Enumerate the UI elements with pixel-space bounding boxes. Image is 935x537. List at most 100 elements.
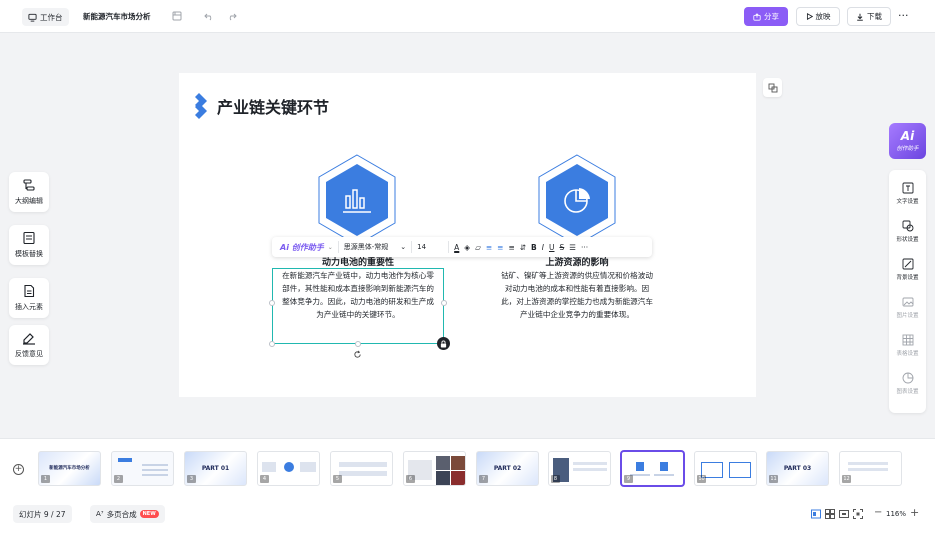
- thumbnail-number: 3: [187, 475, 196, 483]
- slide-thumbnail-1[interactable]: 新能源汽车市场分析 1: [38, 451, 101, 486]
- background-settings-button[interactable]: 背景设置: [889, 254, 926, 284]
- more-menu-button[interactable]: ···: [898, 9, 909, 22]
- template-icon: [23, 231, 35, 245]
- slide-thumbnail-12[interactable]: 12: [839, 451, 902, 486]
- text-line: 产业链中企业竞争力的重要体现。: [520, 310, 634, 319]
- hexagon-badge-1[interactable]: [315, 152, 399, 250]
- image-settings-icon: [902, 297, 913, 306]
- ai-assistant-toolbar-button[interactable]: Ai 创作助手: [280, 242, 324, 252]
- item-heading-1[interactable]: 动力电池的重要性: [321, 258, 394, 268]
- slide-thumbnail-5[interactable]: 5: [330, 451, 393, 486]
- italic-button[interactable]: I: [541, 242, 544, 252]
- font-size-input[interactable]: 14: [417, 243, 427, 251]
- zoom-out-button[interactable]: −: [874, 507, 883, 518]
- slide-canvas[interactable]: 产业链关键环节 动力电池的重要性 上游资源的影响: [179, 73, 756, 397]
- image-settings-button[interactable]: 图片设置: [889, 292, 926, 322]
- thumbnail-title: PART 01: [201, 465, 230, 472]
- outline-edit-button[interactable]: 大纲编辑: [9, 172, 49, 212]
- slide-thumbnail-4[interactable]: 4: [257, 451, 320, 486]
- font-family-value: 思源黑体-常规: [343, 243, 389, 251]
- list-icon[interactable]: ☰: [569, 242, 576, 252]
- lock-icon[interactable]: [437, 337, 450, 350]
- download-icon: [857, 13, 863, 21]
- document-title[interactable]: 新能源汽车市场分析: [83, 12, 151, 21]
- slide-thumbnail-8[interactable]: 8: [548, 451, 611, 486]
- fit-screen-icon[interactable]: [839, 509, 849, 519]
- slide-thumbnail-11[interactable]: PART 03 11: [766, 451, 829, 486]
- bold-button[interactable]: B: [531, 242, 537, 252]
- text-line: 在新能源汽车产业链中，动力电池作为核心零: [282, 271, 434, 280]
- resize-handle-bottom-left[interactable]: [269, 341, 275, 347]
- more-format-button[interactable]: ···: [580, 242, 589, 252]
- chevron-down-icon: ⌄: [400, 243, 407, 251]
- chart-settings-button[interactable]: 图表设置: [889, 368, 926, 398]
- multi-page-merge-button[interactable]: A⁷ 多页合成 NEW: [90, 505, 165, 523]
- workspace-button[interactable]: 工作台: [22, 8, 69, 26]
- grid-view-icon[interactable]: [825, 509, 835, 519]
- zoom-level[interactable]: 116%: [886, 510, 907, 518]
- rotate-handle-icon[interactable]: [352, 349, 362, 359]
- table-settings-button[interactable]: 表格设置: [889, 330, 926, 360]
- resize-handle-bottom[interactable]: [355, 341, 361, 347]
- slide-title[interactable]: 产业链关键环节: [217, 98, 330, 117]
- thumbnail-number: 6: [406, 475, 415, 483]
- item-body-1[interactable]: 在新能源汽车产业链中，动力电池作为核心零 部件，其性能和成本直接影响到新能源汽车…: [272, 269, 444, 321]
- slide-counter[interactable]: 幻灯片 9 / 27: [13, 505, 72, 523]
- play-label: 放映: [815, 12, 831, 21]
- slide-thumbnail-6[interactable]: 6: [403, 451, 466, 486]
- align-center-icon[interactable]: ≡: [497, 242, 504, 252]
- download-label: 下载: [867, 12, 882, 21]
- template-replace-label: 模板替换: [15, 250, 43, 258]
- thumbnail-number: 12: [842, 475, 851, 483]
- thumbnail-number: 1: [41, 475, 50, 483]
- highlight-icon[interactable]: ◈: [464, 242, 471, 252]
- thumbnail-title: PART 03: [783, 465, 812, 472]
- resize-handle-right[interactable]: [441, 300, 447, 306]
- resize-handle-left[interactable]: [269, 300, 275, 306]
- slide-title-group[interactable]: 产业链关键环节: [191, 92, 329, 120]
- text-settings-button[interactable]: 文字设置: [889, 178, 926, 208]
- ai-assistant-button[interactable]: Ai 创作助手: [889, 123, 926, 159]
- font-family-select[interactable]: 思源黑体-常规 ⌄: [344, 242, 406, 252]
- slide-thumbnail-9[interactable]: 9: [621, 451, 684, 486]
- underline-button[interactable]: U: [548, 242, 555, 252]
- align-left-icon[interactable]: ≡: [485, 242, 493, 252]
- chevron-down-icon[interactable]: ⌄: [327, 243, 333, 251]
- share-label: 分享: [764, 12, 779, 21]
- border-icon[interactable]: ▱: [475, 242, 481, 252]
- selection-box[interactable]: [272, 268, 444, 344]
- bar-chart-icon: [343, 189, 371, 213]
- text-line: 整体竞争力。因此，动力电池的研发和生产成: [282, 297, 434, 306]
- add-slide-button[interactable]: +: [13, 464, 24, 475]
- undo-icon[interactable]: [203, 10, 215, 22]
- feedback-button[interactable]: 反馈意见: [9, 325, 49, 365]
- hexagon-badge-2[interactable]: [535, 152, 619, 250]
- template-replace-button[interactable]: 模板替换: [9, 225, 49, 265]
- item-heading-2[interactable]: 上游资源的影响: [545, 258, 609, 268]
- redo-icon[interactable]: [226, 10, 238, 22]
- zoom-in-button[interactable]: +: [910, 506, 920, 519]
- fullscreen-icon[interactable]: [853, 509, 863, 519]
- align-right-icon[interactable]: ≡: [508, 242, 515, 252]
- insert-element-button[interactable]: 插入元素: [9, 278, 49, 318]
- slide-thumbnail-2[interactable]: 2: [111, 451, 174, 486]
- normal-view-icon[interactable]: [811, 509, 821, 519]
- share-button[interactable]: 分享: [744, 7, 788, 26]
- outline-edit-label: 大纲编辑: [15, 197, 43, 205]
- slide-thumbnail-3[interactable]: PART 01 3: [184, 451, 247, 486]
- shape-settings-button[interactable]: 形状设置: [889, 216, 926, 246]
- text-line: 此，对上游资源的掌控能力也成为新能源汽车: [501, 297, 653, 306]
- slide-side-action-icon[interactable]: [763, 78, 782, 97]
- play-button[interactable]: 放映: [796, 7, 840, 26]
- slide-thumbnail-10[interactable]: 10: [694, 451, 757, 486]
- thumbnail-title: PART 02: [493, 465, 522, 472]
- strikethrough-button[interactable]: S: [559, 242, 565, 252]
- save-icon[interactable]: [171, 10, 183, 22]
- download-button[interactable]: 下载: [847, 7, 891, 26]
- font-color-icon[interactable]: A: [454, 242, 460, 252]
- thumbnail-number: 4: [260, 475, 269, 483]
- monitor-icon: [28, 13, 37, 22]
- line-spacing-icon[interactable]: ⇵: [519, 242, 527, 252]
- item-body-2[interactable]: 钴矿、镍矿等上游资源的供应情况和价格波动 对动力电池的成本和性能有着直接影响。因…: [490, 269, 664, 321]
- slide-thumbnail-7[interactable]: PART 02 7: [476, 451, 539, 486]
